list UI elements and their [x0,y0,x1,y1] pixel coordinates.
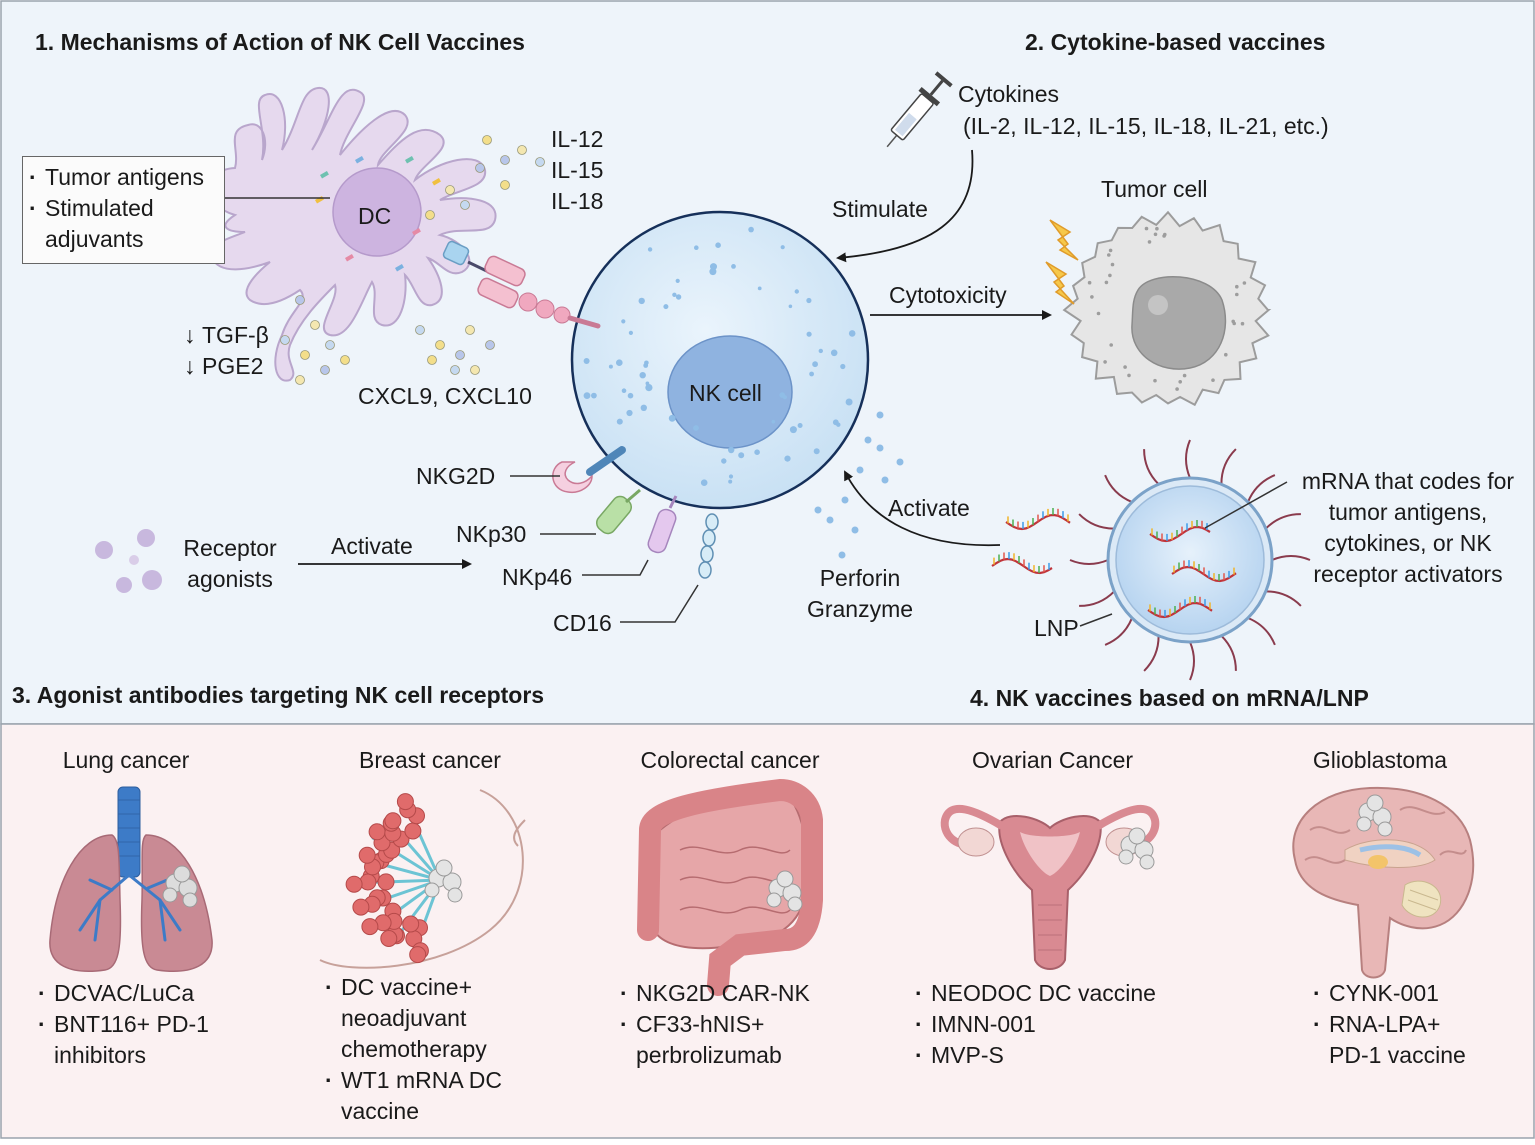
lnp-leader-lines [1079,481,1288,627]
lipid-nanoparticle [1069,439,1311,681]
uterus-illustration [940,805,1160,970]
cancer-title-glioblastoma: Glioblastoma [1312,747,1448,773]
stimulate-arrow [836,149,974,263]
cancer-title-colorectal: Colorectal cancer [640,747,820,773]
cytokines-label: Cytokines [958,81,1059,107]
receptor-agonists-label: Receptor agonists [183,535,277,592]
agonist-activate-label: Activate [331,533,413,559]
tumor-nucleus [1131,275,1227,370]
cytotoxicity-label: Cytotoxicity [889,282,1007,308]
arrows [298,149,1052,569]
interleukin-il15: IL-15 [551,157,604,183]
therapy-item: NEODOC DC vaccine [915,978,1156,1009]
cytokine-list: (IL-2, IL-12, IL-15, IL-18, IL-21, etc.) [963,113,1329,139]
receptor-cd16: CD16 [553,610,612,636]
dc-nk-receptor-complex [442,240,601,329]
cd16-receptor [698,513,719,579]
therapy-item: DC vaccine+ neoadjuvant chemotherapy [325,972,502,1065]
box-item-tumor-antigens: Tumor antigens [29,162,204,193]
ovarian-therapy-list: NEODOC DC vaccine IMNN-001 MVP-S [915,978,1156,1071]
cancer-title-breast: Breast cancer [359,747,501,773]
therapy-item: RNA-LPA+ PD-1 vaccine [1313,1009,1466,1071]
chemokines-label: CXCL9, CXCL10 [358,383,532,409]
perforin-granzyme-label: Perforin Granzyme [806,565,914,622]
brain-illustration [1292,786,1475,979]
dendritic-cell [207,86,497,382]
down-arrow-icon: ↓ [184,322,196,348]
lung-therapy-list: DCVAC/LuCa BNT116+ PD-1 inhibitors [38,978,209,1071]
mrna-activate-arrow [844,470,1001,547]
therapy-item: NKG2D CAR-NK [620,978,810,1009]
therapy-item: CYNK-001 [1313,978,1466,1009]
breast-therapy-list: DC vaccine+ neoadjuvant chemotherapy WT1… [325,972,502,1127]
cancer-title-ovarian: Ovarian Cancer [971,747,1134,773]
therapy-item: WT1 mRNA DC vaccine [325,1065,502,1127]
dc-nucleus [332,167,422,257]
glioblastoma-therapy-list: CYNK-001 RNA-LPA+ PD-1 vaccine [1313,978,1466,1071]
receptor-nkp30: NKp30 [456,521,527,547]
cancer-title-lung: Lung cancer [62,747,190,773]
suppressed-tgf-beta: TGF-β [202,322,269,348]
receptor-nkp46: NKp46 [502,564,573,590]
therapy-item: IMNN-001 [915,1009,1156,1040]
dc-label: DC [358,203,392,229]
nk-receptors [552,446,719,579]
nkg2d-receptor [552,461,593,494]
suppressed-pge2: PGE2 [202,353,264,379]
nkp46-receptor [647,508,677,554]
dc-loading-box: Tumor antigens Stimulated adjuvants [22,156,225,264]
down-arrow-icon: ↓ [184,353,196,379]
tumor-cell [1062,210,1272,407]
colon-illustration [637,778,823,996]
interleukin-il18: IL-18 [551,188,604,214]
lnp-label: LNP [1034,615,1079,641]
box-item-stimulated-adjuvants: Stimulated adjuvants [29,193,204,255]
therapy-item: DCVAC/LuCa [38,978,209,1009]
receptor-leader-lines [222,197,699,623]
colorectal-therapy-list: NKG2D CAR-NK CF33-hNIS+ perbrolizumab [620,978,810,1071]
mrna-description: mRNA that codes for tumor antigens, cyto… [1301,468,1515,587]
panel3-title: 3. Agonist antibodies targeting NK cell … [12,682,545,708]
nk-cell [570,210,870,510]
stimulate-label: Stimulate [832,196,928,222]
nk-cell-label: NK cell [689,380,762,406]
therapy-item: BNT116+ PD-1 inhibitors [38,1009,209,1071]
therapy-item: MVP-S [915,1040,1156,1071]
receptor-nkg2d: NKG2D [416,463,496,489]
lung-illustration [49,786,213,972]
panel2-title: 2. Cytokine-based vaccines [1025,29,1326,55]
free-mrna-strands [991,508,1071,575]
breast-illustration [319,789,526,969]
panel1-title: 1. Mechanisms of Action of NK Cell Vacci… [35,29,525,55]
mrna-activate-label: Activate [888,495,970,521]
agonist-particles [95,529,162,593]
panel4-title: 4. NK vaccines based on mRNA/LNP [970,685,1369,711]
syringe-icon [886,71,953,148]
interleukin-il12: IL-12 [551,126,604,152]
perforin-granules [814,411,904,559]
lightning-icon [1045,219,1079,305]
tumor-cell-label: Tumor cell [1101,176,1208,202]
therapy-item: CF33-hNIS+ perbrolizumab [620,1009,810,1071]
